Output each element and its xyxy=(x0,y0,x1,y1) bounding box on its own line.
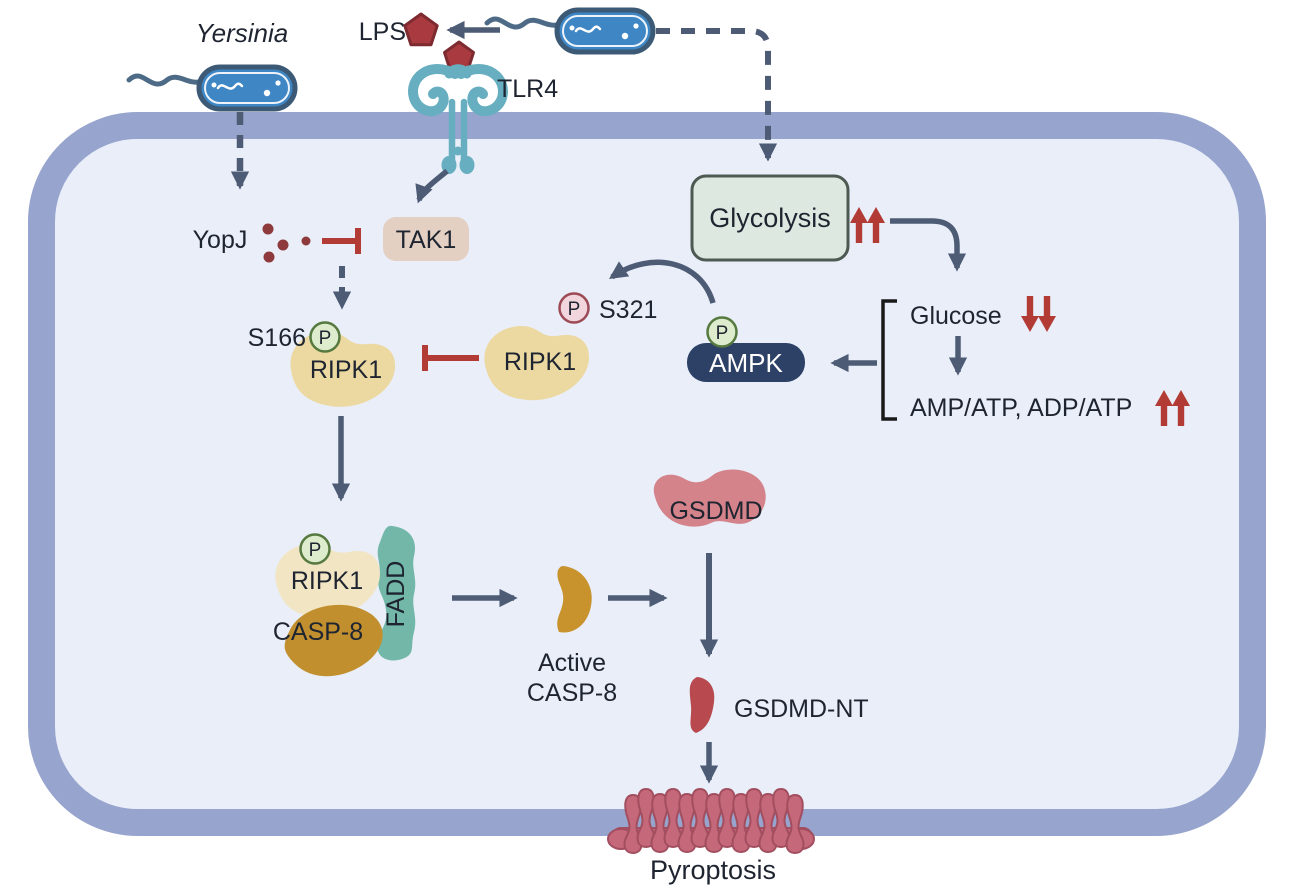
active-casp8-blob xyxy=(557,566,592,633)
ampk-box xyxy=(687,343,805,382)
glycolysis-label: Glycolysis xyxy=(709,203,831,233)
fadd-blob xyxy=(377,525,416,661)
casp8-complex-blob xyxy=(284,604,383,677)
nucleotide-ratio-label: AMP/ATP, ADP/ATP xyxy=(910,394,1132,422)
yersinia-bacterium-icon xyxy=(129,67,295,109)
glycolysis-glucose-arrow xyxy=(890,218,967,272)
gsdmd-blob xyxy=(653,469,766,527)
lps-pentagon-icon xyxy=(403,12,439,47)
tak1-label: TAK1 xyxy=(396,226,457,254)
metabolic-bracket xyxy=(881,299,897,421)
gsdmd-label: GSDMD xyxy=(669,497,762,525)
ampk-label: AMPK xyxy=(709,348,783,378)
tak1-box xyxy=(383,217,469,261)
glucose-label: Glucose xyxy=(910,302,1002,330)
glycolysis-box xyxy=(690,174,850,262)
casp8-complex-label: CASP-8 xyxy=(273,618,363,646)
pyroptosis-label: Pyroptosis xyxy=(650,855,776,885)
svg-text:P: P xyxy=(716,323,729,344)
svg-text:P: P xyxy=(309,540,322,561)
s166-label: S166 xyxy=(248,324,306,352)
ripk1-complex-label: RIPK1 xyxy=(291,567,363,595)
ripk1-s166-label: RIPK1 xyxy=(310,356,382,384)
svg-text:P: P xyxy=(319,328,332,349)
yopj-label: YopJ xyxy=(193,226,248,254)
yopj-effector-dots-icon xyxy=(262,223,311,263)
lps-label: LPS xyxy=(359,18,406,46)
tlr4-tak1-arrow xyxy=(415,168,449,204)
active-casp8-label-2: CASP-8 xyxy=(527,679,617,707)
s321-label: S321 xyxy=(599,296,657,324)
tlr4-label: TLR4 xyxy=(497,75,558,103)
ripk1-inhibition-bar xyxy=(422,345,479,371)
gsdmd-nt-label: GSDMD-NT xyxy=(734,695,869,723)
ampk-phospho-badge: P xyxy=(706,316,738,348)
fadd-label: FADD xyxy=(382,561,410,628)
svg-text:P: P xyxy=(568,299,581,320)
active-casp8-label-1: Active xyxy=(538,649,606,677)
yopj-tak1-inhibition-bar xyxy=(322,228,361,254)
ripk1-s166-phospho-badge: P xyxy=(309,321,341,353)
ampk-ripk1-phospho-arrow xyxy=(608,259,716,304)
ripk1-s321-phospho-badge: P xyxy=(558,292,590,324)
gsdmd-pore-icon xyxy=(607,788,815,854)
ripk1-complex-phospho-badge: P xyxy=(299,533,331,565)
bacterium-glycolysis-dashed-arrow xyxy=(656,28,778,162)
bacterium-icon xyxy=(487,10,653,52)
yersinia-label: Yersinia xyxy=(196,18,289,48)
ripk1-s321-label: RIPK1 xyxy=(504,348,576,376)
gsdmd-nt-blob xyxy=(689,677,715,733)
